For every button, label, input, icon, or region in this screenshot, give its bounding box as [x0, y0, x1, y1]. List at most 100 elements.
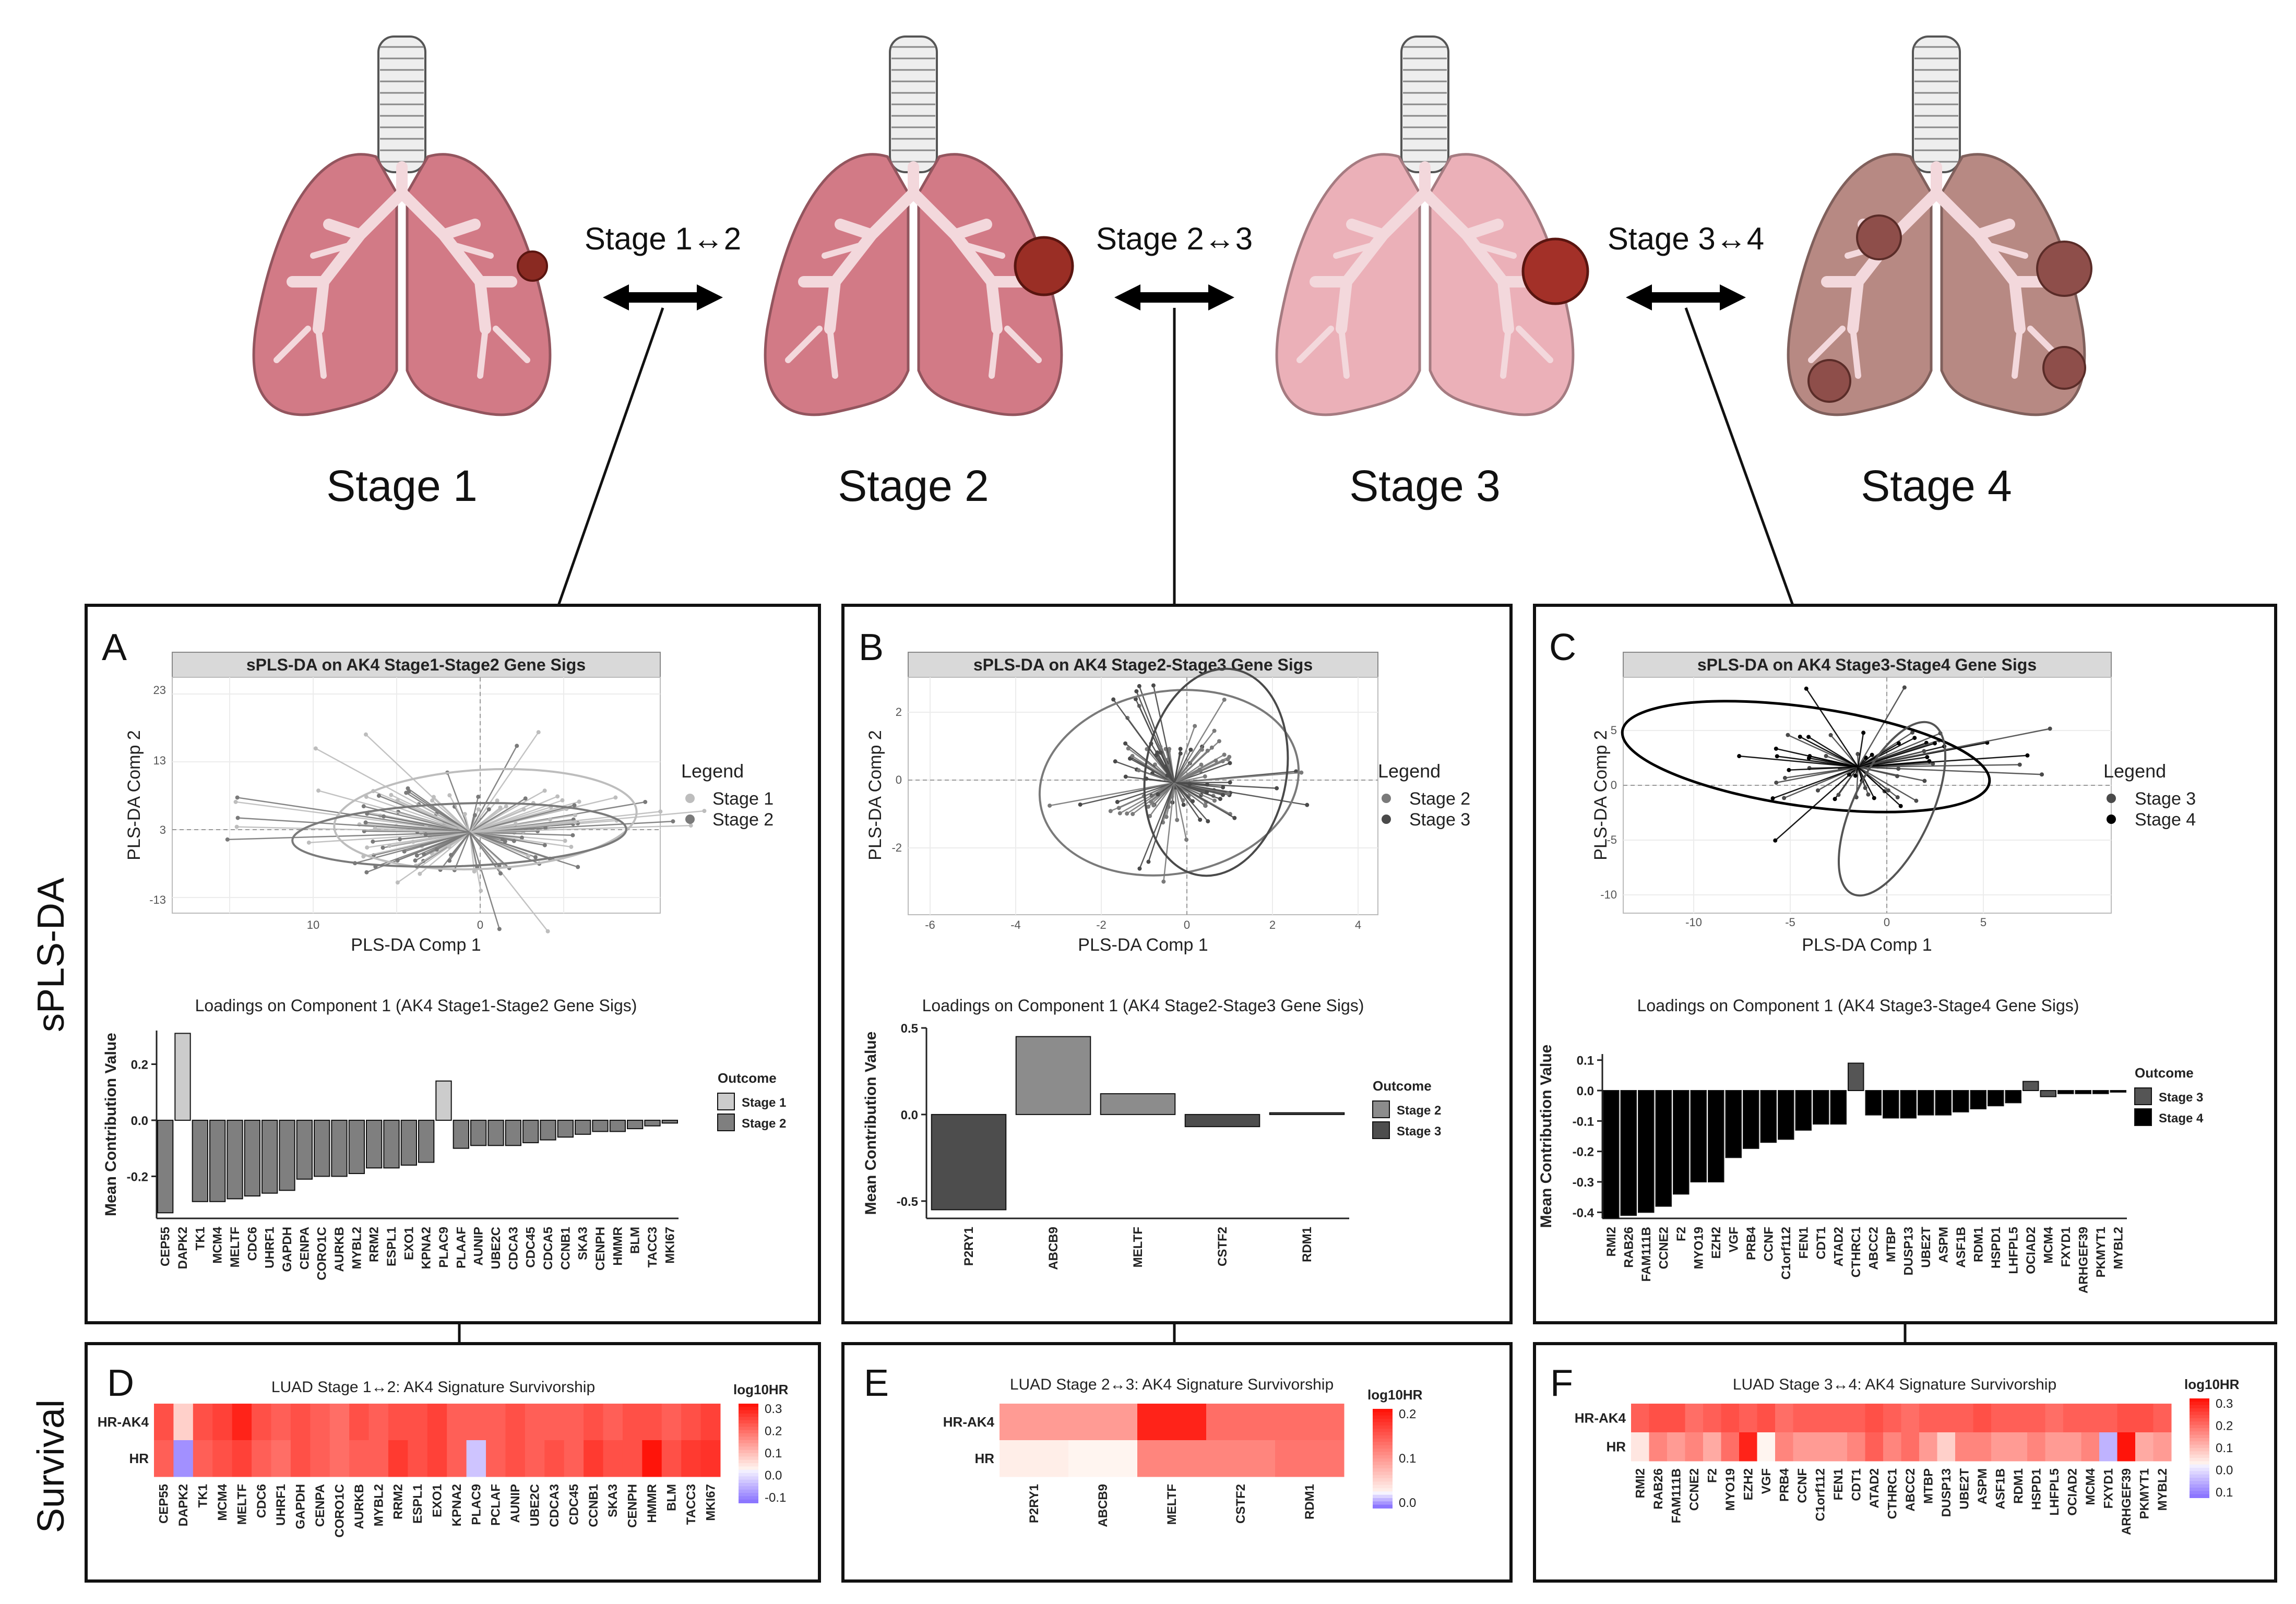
heatmap-column-label: CDC45: [567, 1484, 581, 1525]
sample-point: [1188, 747, 1193, 752]
heatmap-row-label: HR: [129, 1451, 149, 1466]
loading-bar: [314, 1119, 330, 1177]
sample-point: [1228, 780, 1232, 785]
sample-spoke: [1830, 734, 1859, 768]
sample-point: [1855, 752, 1860, 757]
heatmap-cell: [2135, 1404, 2154, 1433]
sample-point: [479, 889, 483, 893]
colorbar-segment: [2190, 1405, 2209, 1409]
heatmap-column-label: LHFPL5: [2048, 1468, 2062, 1516]
heatmap-column-label: MELTF: [235, 1484, 249, 1525]
heatmap-column-label: ABCC2: [1904, 1468, 1918, 1512]
sample-spoke: [1174, 782, 1215, 801]
heatmap-title: LUAD Stage 3↔4: AK4 Signature Survivorsh…: [1733, 1376, 2056, 1393]
heatmap-cell: [603, 1404, 623, 1441]
sample-point: [1137, 866, 1142, 871]
gene-label: CDC6: [245, 1227, 259, 1261]
gene-label: MELTF: [1131, 1227, 1145, 1267]
loading-bar: [2040, 1090, 2056, 1097]
heatmap-title: LUAD Stage 1↔2: AK4 Signature Survivorsh…: [271, 1379, 595, 1396]
sample-spoke: [367, 813, 470, 833]
sample-spoke: [469, 831, 545, 846]
heatmap-cell: [232, 1404, 252, 1441]
loading-bar: [1655, 1090, 1672, 1207]
loading-bar: [505, 1119, 522, 1146]
confidence-ellipse-stage3: [1837, 721, 1947, 897]
xlabel-b: PLS-DA Comp 1: [1078, 935, 1208, 955]
sample-point: [1787, 768, 1791, 772]
sample-point: [1912, 736, 1917, 740]
xtick-a-0: 10: [307, 918, 319, 931]
heatmap-column-label: UHRF1: [274, 1484, 288, 1526]
loading-bar: [1603, 1090, 1620, 1219]
colorbar-segment: [2190, 1458, 2209, 1462]
loading-bar: [1970, 1090, 1986, 1109]
colorbar-segment: [1373, 1498, 1393, 1502]
heatmap-cell: [544, 1440, 565, 1477]
loading-bar: [1813, 1090, 1829, 1125]
heatmap-cell: [447, 1404, 467, 1441]
scatter-title-strip-c: [1623, 652, 2112, 678]
heatmap-column-label: EXO1: [431, 1484, 445, 1517]
sample-point: [643, 799, 648, 804]
sample-point: [364, 870, 369, 875]
loading-bar: [209, 1119, 226, 1202]
sample-point: [613, 795, 618, 800]
stage-label-1: Stage 1: [326, 461, 478, 510]
loadings-legend-swatch: [1372, 1121, 1390, 1139]
gene-label: FEN1: [1797, 1227, 1811, 1259]
sample-point: [1134, 689, 1139, 693]
sample-point: [1775, 754, 1779, 759]
sample-spoke: [1789, 766, 1859, 771]
heatmap-cell: [1991, 1404, 2009, 1433]
colorbar-segment: [1373, 1491, 1393, 1495]
sample-point: [1136, 768, 1141, 773]
sample-spoke: [1174, 782, 1235, 819]
loading-bar: [487, 1119, 504, 1146]
loadings-title: Loadings on Component 1 (AK4 Stage1-Stag…: [195, 996, 637, 1015]
gene-label: OCIAD2: [2024, 1227, 2038, 1274]
sample-point: [1232, 816, 1237, 820]
heatmap-cell: [1829, 1432, 1848, 1462]
sample-spoke: [1857, 767, 1863, 781]
heatmap-cell: [1000, 1404, 1069, 1441]
colorbar-segment: [2190, 1418, 2209, 1422]
colorbar-segment: [1373, 1462, 1393, 1466]
sample-spoke: [378, 795, 470, 833]
gene-label: ASF1B: [1954, 1227, 1968, 1268]
sample-point: [1853, 773, 1858, 778]
sample-point: [548, 817, 552, 822]
sample-point: [233, 799, 238, 804]
ytick-c-3: -10: [1600, 888, 1617, 901]
heatmap-cell: [2009, 1404, 2028, 1433]
heatmap-column-label: ESPL1: [411, 1484, 425, 1524]
sample-point: [1886, 788, 1890, 793]
colorbar-segment: [739, 1433, 758, 1438]
legend-dot-a-1: [685, 815, 695, 824]
legend-dot-b-0: [1382, 794, 1391, 803]
loading-bar: [627, 1119, 644, 1130]
sample-point: [234, 824, 239, 829]
ytick-b-1: 0: [896, 773, 902, 786]
sample-spoke: [1174, 762, 1230, 784]
sample-spoke: [389, 831, 470, 847]
colorbar-segment: [739, 1430, 758, 1434]
heatmap-cell: [1919, 1404, 1937, 1433]
colorbar-tick-label: 0.3: [765, 1402, 782, 1416]
colorbar-segment: [739, 1443, 758, 1447]
panel-frame-e: [841, 1342, 1513, 1583]
row-label-splsda: sPLS-DA: [30, 878, 72, 1032]
heatmap-cell: [388, 1440, 408, 1477]
sample-point: [555, 794, 560, 799]
heatmap-column-label: MYBL2: [372, 1484, 386, 1526]
sample-spoke: [425, 831, 470, 835]
heatmap-cell: [271, 1404, 291, 1441]
heatmap-cell: [349, 1440, 370, 1477]
row-label-survival: Survival: [30, 1399, 72, 1533]
lung-stage-4: [1787, 35, 2086, 416]
loading-bar: [575, 1119, 591, 1135]
y-tick-label: 0.0: [1577, 1084, 1594, 1098]
heatmap-column-label: AURKB: [352, 1484, 366, 1529]
gene-label: KPNA2: [420, 1227, 434, 1269]
